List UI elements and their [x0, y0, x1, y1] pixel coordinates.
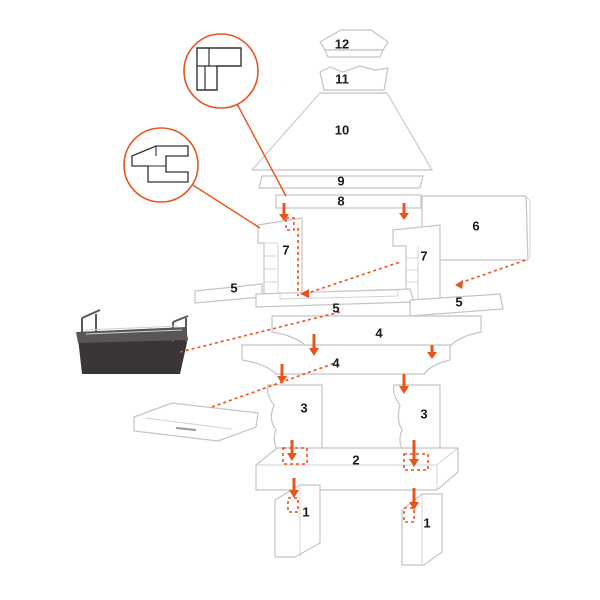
label-1-left: 1 [302, 504, 309, 519]
label-7-right: 7 [420, 248, 427, 263]
part-11-chimney [319, 65, 389, 91]
label-9: 9 [337, 173, 344, 188]
detail-callout-corner-icon [183, 33, 287, 197]
part-2-base-slab [255, 447, 459, 491]
label-1-right: 1 [423, 515, 430, 530]
part-10-hood [250, 92, 434, 171]
part-7-left-column [257, 217, 303, 297]
placement-arrows [277, 203, 463, 510]
label-2: 2 [352, 452, 359, 467]
part-1-right-foot [401, 493, 443, 566]
label-3-left: 3 [300, 400, 307, 415]
part-1-left-foot [274, 484, 321, 558]
part-12-chimney-cap [319, 29, 389, 58]
label-5-center: 5 [332, 300, 339, 315]
label-11: 11 [335, 71, 349, 86]
label-7-left: 7 [282, 242, 289, 257]
part-8-lintel [275, 194, 422, 209]
part-5-right-shelf [409, 293, 504, 317]
part-labels: 12 11 10 9 8 6 7 7 5 5 5 4 4 3 3 2 1 1 [230, 36, 479, 530]
part-3-left-support [267, 384, 323, 450]
placement-guides [179, 217, 527, 523]
part-9-hood-band [258, 175, 424, 189]
label-3-right: 3 [420, 406, 427, 421]
label-8: 8 [337, 193, 344, 208]
part-7-right-column [392, 224, 441, 301]
grill-rack-icon [76, 309, 189, 374]
label-12: 12 [335, 36, 349, 51]
detail-callout-joint-icon [123, 127, 261, 229]
label-5-left: 5 [230, 280, 237, 295]
part-5-left-shelf [194, 283, 263, 304]
part-4-lower-beam [241, 344, 451, 375]
label-4-upper: 4 [375, 325, 383, 340]
label-4-lower: 4 [332, 355, 340, 370]
label-10: 10 [335, 122, 349, 137]
ash-tray-icon [133, 402, 259, 442]
label-5-right: 5 [455, 294, 462, 309]
label-6: 6 [472, 218, 479, 233]
part-3-right-support [393, 384, 441, 450]
